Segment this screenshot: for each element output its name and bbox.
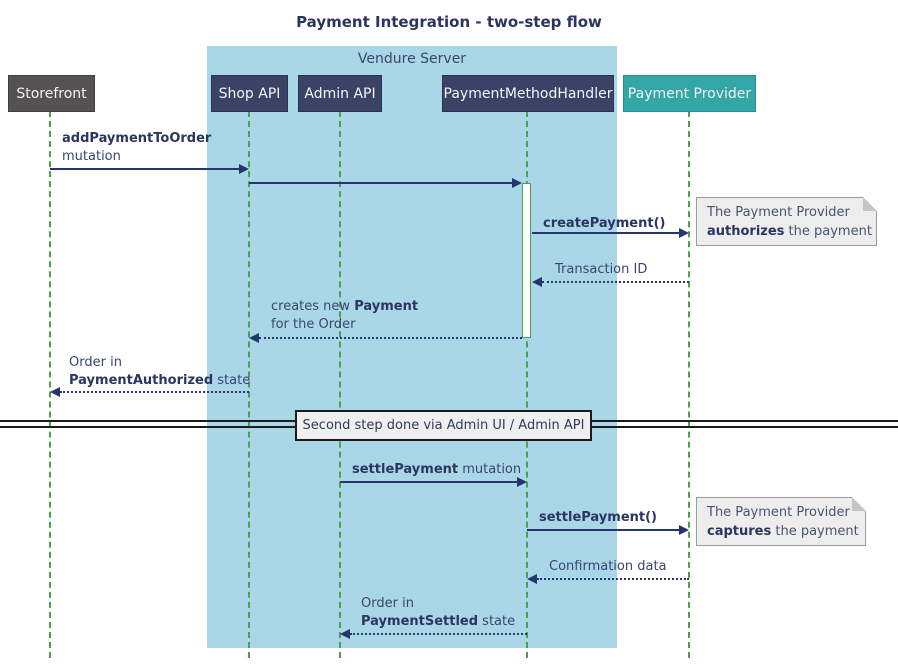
label-creates-payment-prefix: creates new <box>271 299 355 314</box>
participant-storefront: Storefront <box>8 75 95 112</box>
label-creates-payment: creates new Payment for the Order <box>271 298 418 334</box>
arrow-add-payment-to-order <box>50 168 239 170</box>
label-order-settled-line1: Order in <box>361 596 414 611</box>
label-settle-payment-mutation-bold: settlePayment <box>352 462 459 477</box>
note-authorize-bold: authorizes <box>707 224 785 239</box>
label-add-payment-to-order-rest: mutation <box>62 149 121 164</box>
label-creates-payment-line2: for the Order <box>271 317 356 332</box>
arrowhead-order-authorized <box>50 387 60 397</box>
label-order-authorized-line1: Order in <box>69 355 122 370</box>
note-capture-line1: The Payment Provider <box>707 505 850 520</box>
activation-bar <box>522 183 531 338</box>
label-order-authorized-rest: state <box>213 373 251 388</box>
arrow-settle-payment-call <box>527 529 679 531</box>
vendure-server-frame: Vendure Server <box>207 46 617 648</box>
label-settle-payment-call-bold: settlePayment() <box>539 510 657 525</box>
arrowhead-settle-payment-mutation <box>517 477 527 487</box>
lifeline-admin-api <box>339 111 341 658</box>
note-capture-bold: captures <box>707 524 772 539</box>
participant-admin-api-label: Admin API <box>304 85 376 102</box>
lifeline-payment-provider <box>688 111 690 658</box>
note-authorize-line1: The Payment Provider <box>707 205 850 220</box>
participant-payment-method-handler-label: PaymentMethodHandler <box>443 85 613 102</box>
arrowhead-settle-payment-call <box>679 525 689 535</box>
divider-label: Second step done via Admin UI / Admin AP… <box>302 418 585 433</box>
lifeline-shop-api <box>248 111 250 658</box>
label-add-payment-to-order-name: addPaymentToOrder <box>62 131 212 146</box>
note-fold-icon <box>863 197 877 211</box>
participant-shop-api: Shop API <box>211 75 288 112</box>
diagram-title: Payment Integration - two-step flow <box>296 13 602 31</box>
participant-payment-provider-label: Payment Provider <box>627 85 752 102</box>
arrowhead-order-settled <box>340 629 350 639</box>
vendure-server-frame-label: Vendure Server <box>357 51 467 67</box>
label-confirmation-data: Confirmation data <box>549 559 667 574</box>
participant-payment-provider: Payment Provider <box>623 75 756 112</box>
lifeline-storefront <box>49 111 51 658</box>
arrowhead-creates-payment <box>249 333 259 343</box>
arrow-transaction-id <box>542 281 689 283</box>
label-creates-payment-bold: Payment <box>354 299 419 314</box>
label-settle-payment-call: settlePayment() <box>539 509 657 527</box>
participant-admin-api: Admin API <box>298 75 382 112</box>
arrow-create-payment <box>532 232 679 234</box>
note-fold-icon <box>852 497 866 511</box>
arrowhead-add-payment-to-order <box>239 164 249 174</box>
arrow-confirmation-data <box>537 578 689 580</box>
label-order-settled-rest: state <box>478 614 516 629</box>
arrow-creates-payment <box>259 337 522 339</box>
participant-payment-method-handler: PaymentMethodHandler <box>442 75 614 112</box>
note-authorize: The Payment Provider authorizes the payme… <box>696 197 877 246</box>
label-add-payment-to-order: addPaymentToOrder mutation <box>62 130 211 166</box>
lifeline-payment-method-handler <box>526 111 528 658</box>
label-settle-payment-mutation-rest: mutation <box>458 462 522 477</box>
label-order-settled: Order in PaymentSettled state <box>361 595 515 631</box>
note-capture: The Payment Provider captures the payment <box>696 497 866 546</box>
label-create-payment-name: createPayment() <box>543 216 666 231</box>
label-order-authorized: Order in PaymentAuthorized state <box>69 354 250 390</box>
label-settle-payment-mutation: settlePayment mutation <box>352 461 521 479</box>
arrow-settle-payment-mutation <box>340 481 517 483</box>
arrowhead-confirmation-data <box>527 574 537 584</box>
arrow-order-settled <box>350 633 527 635</box>
label-create-payment: createPayment() <box>543 215 665 233</box>
note-capture-rest: the payment <box>771 524 859 539</box>
arrowhead-create-payment <box>679 228 689 238</box>
label-transaction-id: Transaction ID <box>555 262 648 277</box>
arrow-shop-to-handler <box>249 182 512 184</box>
label-order-settled-bold: PaymentSettled <box>361 614 479 629</box>
arrowhead-shop-to-handler <box>512 178 522 188</box>
arrowhead-transaction-id <box>532 277 542 287</box>
arrow-order-authorized <box>60 391 249 393</box>
participant-storefront-label: Storefront <box>16 85 87 102</box>
participant-shop-api-label: Shop API <box>218 85 281 102</box>
divider-label-box: Second step done via Admin UI / Admin AP… <box>295 410 592 441</box>
note-authorize-rest: the payment <box>784 224 872 239</box>
label-order-authorized-bold: PaymentAuthorized <box>69 373 214 388</box>
